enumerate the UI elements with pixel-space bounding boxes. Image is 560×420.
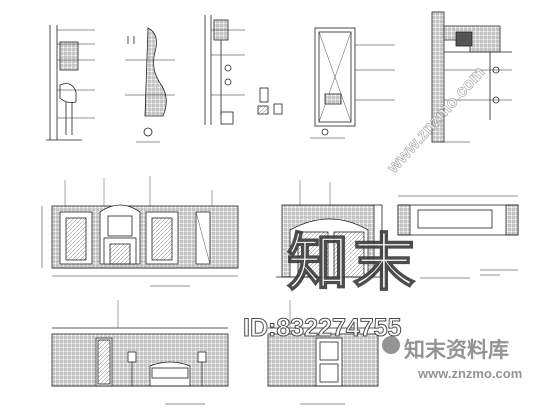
door-elevation-detail xyxy=(310,27,395,139)
arched-doors-elevation xyxy=(276,180,383,278)
door-wall-elevation xyxy=(267,300,379,405)
detail-section-3 xyxy=(204,15,283,125)
detail-section-1 xyxy=(46,25,95,141)
fireplace-wall-elevation xyxy=(41,176,239,287)
sofa-wall-elevation xyxy=(51,300,229,405)
cabinet-plan-detail xyxy=(397,195,519,279)
ceiling-section-detail xyxy=(431,11,512,143)
detail-section-2 xyxy=(125,27,175,143)
brand-logo-icon xyxy=(382,336,400,354)
